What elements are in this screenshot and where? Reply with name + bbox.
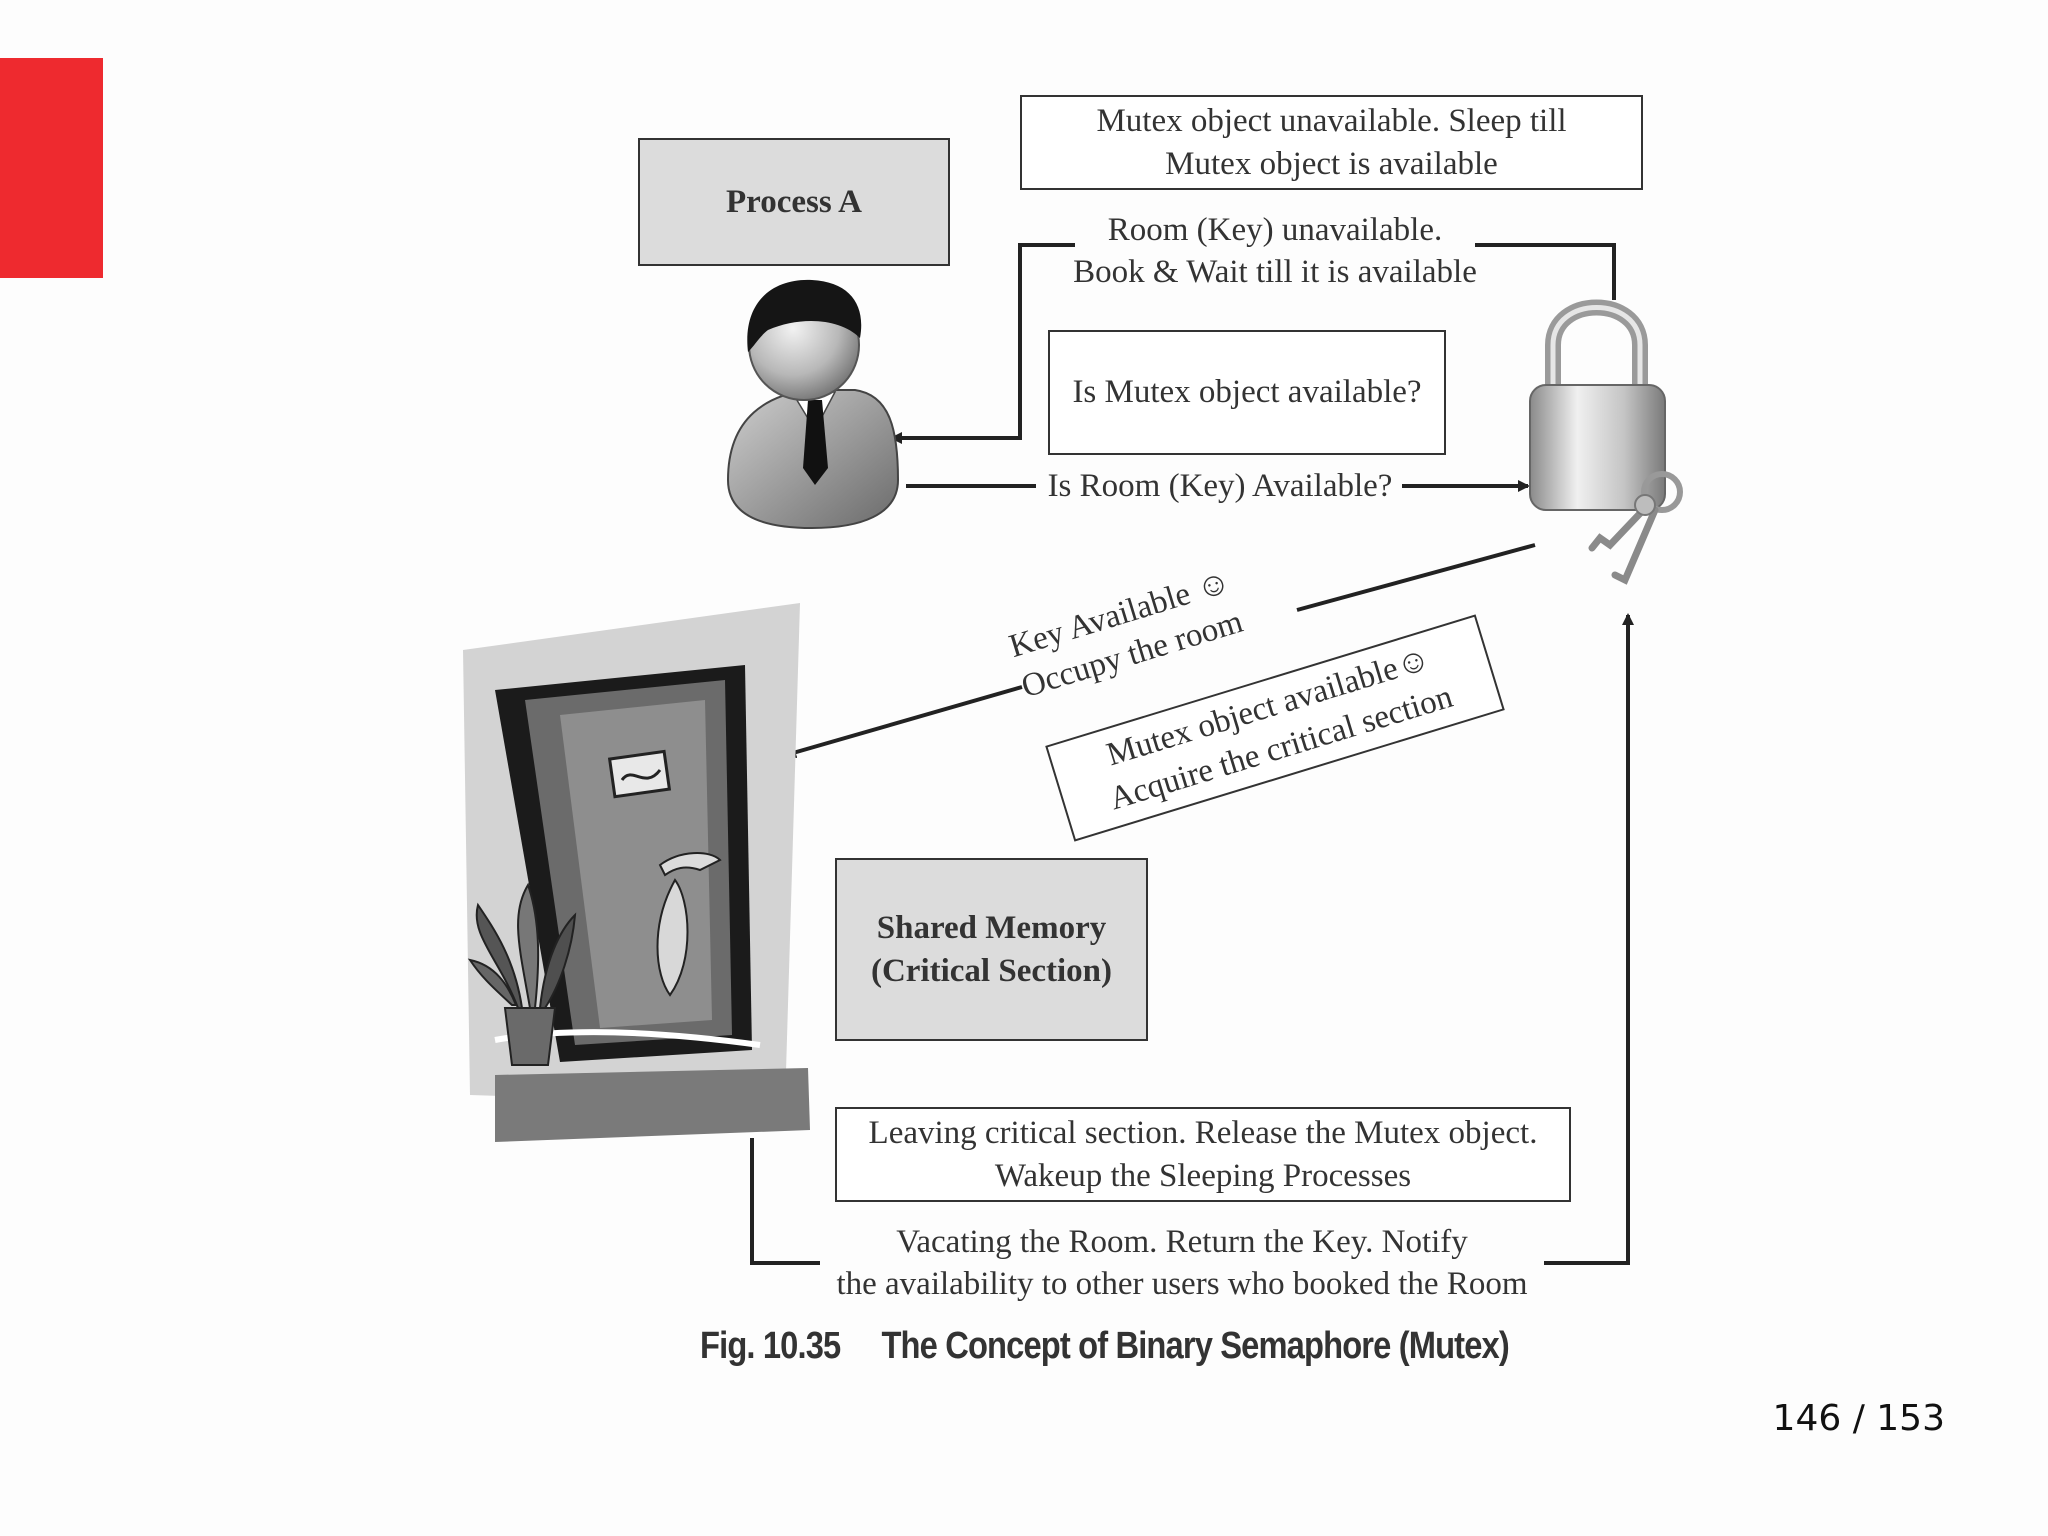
room-unavailable-label: Room (Key) unavailable. Book & Wait till… [1030,209,1520,293]
slide-accent-tab [0,58,103,278]
vacating-room-label: Vacating the Room. Return the Key. Notif… [824,1221,1540,1305]
connector-vacating-right [1544,613,1634,1265]
is-mutex-available-box: Is Mutex object available? [1048,330,1446,455]
room-unavailable-line2: Book & Wait till it is available [1073,254,1477,290]
connector-vacating-left [750,1138,820,1265]
padlock-icon [1529,299,1666,511]
connector-key-available-bottom [784,685,1023,758]
leaving-section-line2: Wakeup the Sleeping Processes [994,1157,1412,1194]
vacating-room-line2: the availability to other users who book… [836,1266,1528,1302]
mutex-unavailable-box: Mutex object unavailable. Sleep till Mut… [1020,95,1643,190]
figure-number: Fig. 10.35 [700,1325,841,1367]
connector-room-unavailable [890,243,1075,444]
connector-key-available-top [1296,543,1536,612]
vacating-room-line1: Vacating the Room. Return the Key. Notif… [896,1224,1468,1260]
page-separator: / [1841,1398,1877,1439]
plant-icon [467,882,577,1066]
page-indicator: 146 / 153 [1773,1398,1945,1439]
keys-icon [1588,471,1683,585]
leaving-section-line1: Leaving critical section. Release the Mu… [868,1114,1538,1151]
room-unavailable-line1: Room (Key) unavailable. [1107,212,1443,248]
is-mutex-available-label: Is Mutex object available? [1072,374,1422,410]
page-total: 153 [1876,1398,1945,1439]
shared-memory-line1: Shared Memory [876,909,1107,946]
person-icon [726,279,900,530]
shared-memory-line2: (Critical Section) [870,952,1112,989]
figure-title: The Concept of Binary Semaphore (Mutex) [881,1325,1509,1367]
process-a-box: Process A [638,138,950,266]
connector-room-unavailable-right [1475,243,1616,300]
mutex-unavailable-line2: Mutex object is available [1165,145,1498,182]
leaving-section-box: Leaving critical section. Release the Mu… [835,1107,1571,1202]
shared-memory-box: Shared Memory (Critical Section) [835,858,1148,1041]
is-room-available-label: Is Room (Key) Available? [1047,468,1393,504]
mutex-unavailable-line1: Mutex object unavailable. Sleep till [1096,102,1567,139]
figure-caption: Fig. 10.35 The Concept of Binary Semapho… [700,1325,1510,1368]
process-a-label: Process A [726,183,862,220]
page-current: 146 [1772,1398,1842,1439]
